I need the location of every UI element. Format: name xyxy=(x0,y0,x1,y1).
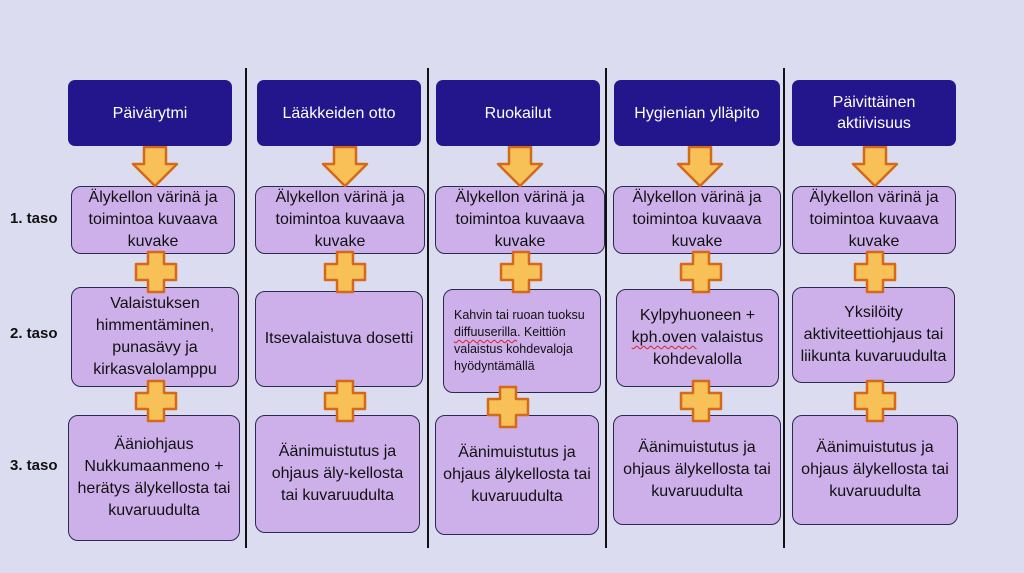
column-divider xyxy=(783,68,785,548)
level2-box: Kylpyhuoneen + kph.oven valaistus kohdev… xyxy=(616,289,779,387)
column-header-paivarytmi: Päivärytmi xyxy=(68,80,232,146)
column-header-laakkeiden-otto: Lääkkeiden otto xyxy=(257,80,421,146)
plus-icon xyxy=(499,250,543,294)
column-header-ruokailut: Ruokailut xyxy=(436,80,600,146)
column-divider xyxy=(605,68,607,548)
level2-box: Valaistuksen himmentäminen, punasävy ja … xyxy=(71,287,239,387)
plus-icon xyxy=(134,250,178,294)
level1-box: Älykellon värinä ja toimintoa kuvaava ku… xyxy=(613,186,781,254)
level1-box: Älykellon värinä ja toimintoa kuvaava ku… xyxy=(255,186,425,254)
plus-icon xyxy=(853,379,897,423)
level1-box: Älykellon värinä ja toimintoa kuvaava ku… xyxy=(71,186,235,254)
level3-box: Äänimuistutus ja ohjaus älykellosta tai … xyxy=(792,415,958,525)
column-header-paivittainen-aktiivisuus: Päivittäinen aktiivisuus xyxy=(792,80,956,146)
plus-icon xyxy=(323,379,367,423)
level1-box: Älykellon värinä ja toimintoa kuvaava ku… xyxy=(435,186,605,254)
level-label-2: 2. taso xyxy=(10,325,58,342)
plus-icon xyxy=(679,250,723,294)
down-arrow-icon xyxy=(851,146,899,188)
level-label-3: 3. taso xyxy=(10,457,58,474)
level2-box: Yksilöity aktiviteettiohjaus tai liikunt… xyxy=(792,287,955,383)
plus-icon xyxy=(134,379,178,423)
plus-icon xyxy=(853,250,897,294)
level2-box: Itsevalaistuva dosetti xyxy=(255,291,423,387)
down-arrow-icon xyxy=(131,146,179,188)
level2-text: Kahvin tai ruoan tuoksu diffuuserilla. K… xyxy=(454,308,585,373)
down-arrow-icon xyxy=(676,146,724,188)
level2-box: Kahvin tai ruoan tuoksu diffuuserilla. K… xyxy=(443,289,601,393)
plus-icon xyxy=(323,250,367,294)
down-arrow-icon xyxy=(321,146,369,188)
level2-text: Kylpyhuoneen + kph.oven valaistus kohdev… xyxy=(631,307,764,368)
plus-icon xyxy=(679,379,723,423)
level1-box: Älykellon värinä ja toimintoa kuvaava ku… xyxy=(792,186,956,254)
column-header-hygienian-yllapito: Hygienian ylläpito xyxy=(614,80,780,146)
level3-box: Äänimuistutus ja ohjaus älykellosta tai … xyxy=(613,415,781,525)
level3-box: Ääniohjaus Nukkumaanmeno + herätys älyke… xyxy=(68,415,240,541)
level-label-1: 1. taso xyxy=(10,210,58,227)
column-divider xyxy=(245,68,247,548)
down-arrow-icon xyxy=(496,146,544,188)
level3-box: Äänimuistutus ja ohjaus äly-kellosta tai… xyxy=(255,415,420,533)
plus-icon xyxy=(486,385,530,429)
column-divider xyxy=(427,68,429,548)
level3-box: Äänimuistutus ja ohjaus älykellosta tai … xyxy=(435,415,599,535)
